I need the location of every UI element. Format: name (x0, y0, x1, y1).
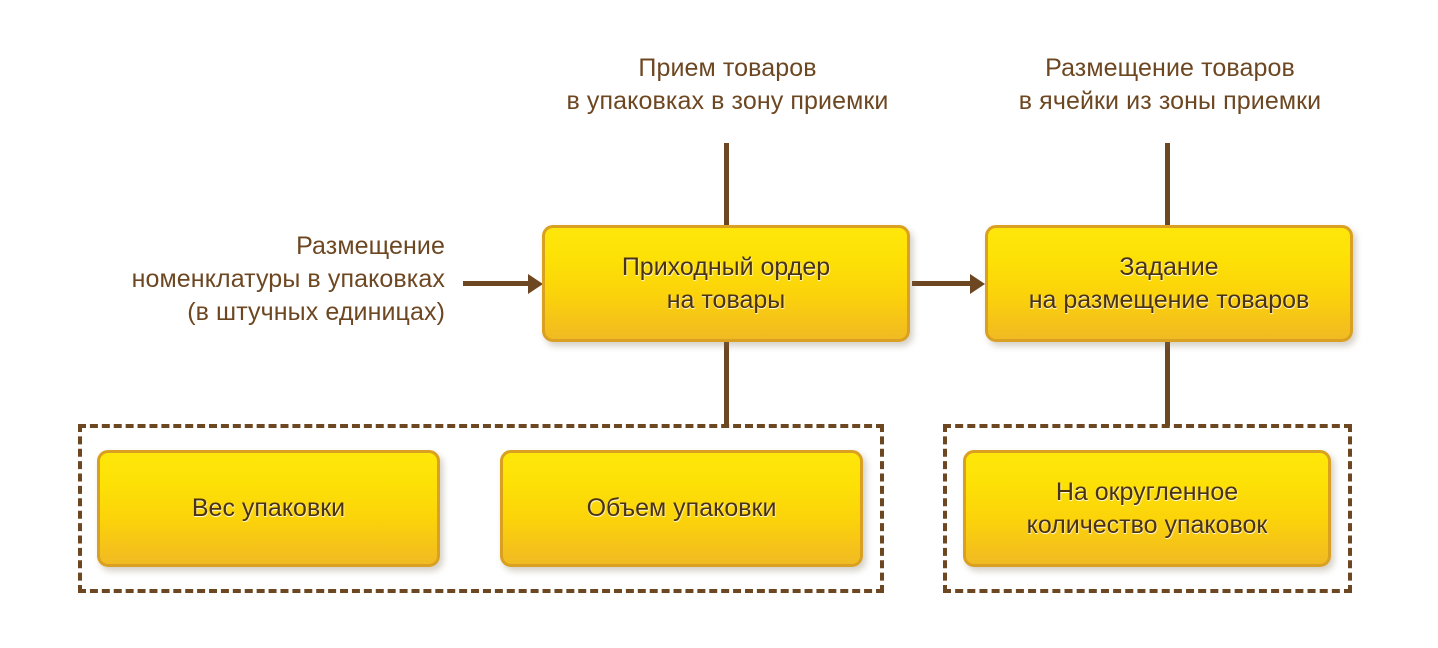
node-receipt-order-label: Приходный ордер на товары (621, 253, 831, 314)
node-rounded-package-count[interactable]: На округленное количество упаковок (963, 450, 1331, 567)
node-package-volume[interactable]: Объем упаковки (500, 450, 863, 567)
connector-task-to-rounding (1165, 341, 1170, 426)
caption-placement-nomenclature: Размещение номенклатуры в упаковках (в ш… (131, 232, 445, 326)
connector-order-to-task (912, 281, 974, 286)
node-receipt-order[interactable]: Приходный ордер на товары (542, 225, 910, 342)
caption-placing-goods: Размещение товаров в ячейки из зоны прие… (1018, 54, 1322, 115)
node-package-weight[interactable]: Вес упаковки (97, 450, 440, 567)
node-placement-task-label: Задание на размещение товаров (1028, 253, 1310, 314)
connector-order-to-package-params (724, 341, 729, 426)
group-rounding-parameters (943, 424, 1352, 593)
connector-nomenclature-to-order (463, 281, 529, 286)
node-rounded-package-count-label: На округленное количество упаковок (1026, 478, 1268, 539)
node-package-weight-label: Вес упаковки (191, 494, 346, 523)
arrowhead-into-order-icon (528, 274, 543, 294)
node-placement-task[interactable]: Задание на размещение товаров (985, 225, 1353, 342)
connector-receiving-to-order (724, 143, 729, 227)
caption-receiving-goods: Прием товаров в упаковках в зону приемки (566, 54, 889, 115)
connector-placing-to-task (1165, 143, 1170, 227)
arrowhead-into-task-icon (970, 274, 985, 294)
node-package-volume-label: Объем упаковки (586, 494, 777, 523)
group-package-parameters (78, 424, 884, 593)
